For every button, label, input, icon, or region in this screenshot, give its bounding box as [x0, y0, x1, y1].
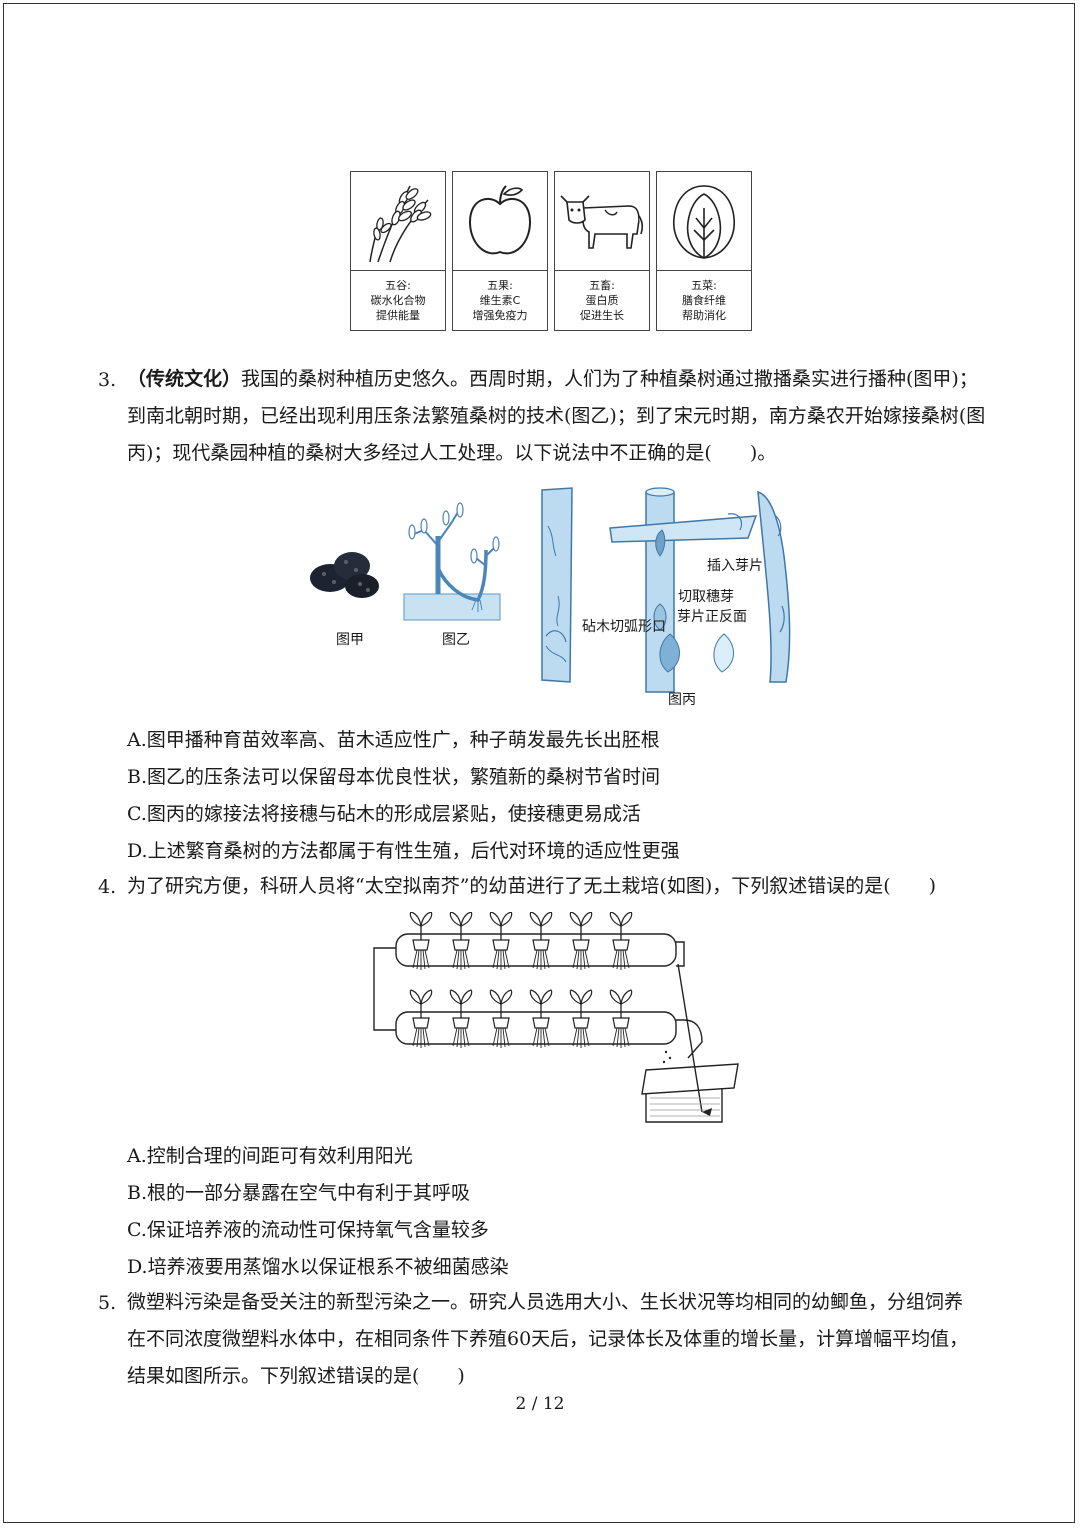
- figure-label-bing: 图丙: [668, 692, 696, 708]
- question-4-option-b[interactable]: B.根的一部分暴露在空气中有利于其呼吸: [127, 1182, 471, 1204]
- label-insert-bud: 插入芽片: [707, 558, 763, 574]
- cabbage-icon: [673, 185, 735, 259]
- food-card-nutrient: 膳食纤维: [682, 294, 726, 307]
- question-5-line-1: 微塑料污染是备受关注的新型污染之一。研究人员选用大小、生长状况等均相同的幼鲫鱼，…: [127, 1291, 964, 1313]
- figure-label-yi: 图乙: [442, 632, 470, 648]
- wheat-icon: [369, 185, 432, 263]
- food-card-fruits: 五果: 维生素C 增强免疫力: [452, 171, 548, 331]
- food-card-benefit: 提供能量: [376, 309, 420, 322]
- mulberry-propagation-figure: [310, 487, 791, 693]
- question-5-number: 5.: [98, 1292, 117, 1314]
- seedling: [609, 912, 633, 970]
- seedling: [489, 989, 513, 1048]
- question-3-option-b[interactable]: B.图乙的压条法可以保留母本优良性状，繁殖新的桑树节省时间: [127, 766, 661, 788]
- seedling: [449, 912, 473, 970]
- question-3-line-3: 丙)；现代桑园种植的桑树大多经过人工处理。以下说法中不正确的是( )。: [127, 442, 777, 464]
- question-3-option-c[interactable]: C.图丙的嫁接法将接穗与砧木的形成层紧贴，使接穗更易成活: [127, 803, 641, 825]
- seedling: [489, 912, 513, 970]
- food-card-row: 五谷: 碳水化合物 提供能量 五果: 维生素C 增强免疫力: [350, 171, 752, 331]
- top-plant-row: [409, 912, 633, 970]
- seedling: [529, 989, 553, 1048]
- seedling: [409, 989, 433, 1048]
- label-bud-sides: 芽片正反面: [677, 609, 747, 625]
- food-card-title: 五果:: [487, 279, 513, 292]
- seedling: [449, 989, 473, 1048]
- seedling: [409, 912, 433, 970]
- question-3-option-a[interactable]: A.图甲播种育苗效率高、苗木适应性广，种子萌发最先长出胚根: [127, 729, 660, 751]
- question-3-option-d[interactable]: D.上述繁育桑树的方法都属于有性生殖，后代对环境的适应性更强: [127, 840, 680, 862]
- cow-icon: [560, 195, 644, 249]
- apple-icon: [468, 185, 532, 255]
- question-5-line-2: 在不同浓度微塑料水体中，在相同条件下养殖60天后，记录体长及体重的增长量，计算增…: [127, 1328, 969, 1350]
- food-card-title: 五畜:: [589, 279, 615, 292]
- seedling: [609, 989, 633, 1048]
- seedling: [569, 912, 593, 970]
- bottom-plant-row: [409, 989, 633, 1048]
- seedling: [529, 912, 553, 970]
- question-4-line-1: 为了研究方便，科研人员将“太空拟南芥”的幼苗进行了无土栽培(如图)，下列叙述错误…: [127, 875, 937, 897]
- mulberry-fruits-illustration: [310, 552, 379, 598]
- food-card-nutrient: 维生素C: [479, 294, 521, 307]
- food-card-grains: 五谷: 碳水化合物 提供能量: [350, 171, 446, 331]
- question-3-line-2: 到南北朝时期，已经出现利用压条法繁殖桑树的技术(图乙)；到了宋元时期，南方桑农开…: [127, 405, 986, 427]
- food-card-benefit: 帮助消化: [682, 309, 726, 322]
- question-4-option-d[interactable]: D.培养液要用蒸馏水以保证根系不被细菌感染: [127, 1256, 509, 1278]
- label-stock-cut: 砧木切弧形口: [582, 619, 666, 635]
- grafting-illustration: [541, 487, 791, 693]
- food-card-benefit: 增强免疫力: [472, 309, 528, 322]
- page-border: [3, 3, 1075, 1523]
- food-card-nutrient: 碳水化合物: [370, 294, 426, 307]
- layering-illustration: [403, 502, 501, 621]
- food-card-title: 五菜:: [691, 279, 717, 292]
- hydroponic-system-figure: [373, 912, 739, 1123]
- food-card-benefit: 促进生长: [580, 309, 624, 322]
- label-cut-bud: 切取穗芽: [678, 589, 734, 605]
- food-card-vegetables: 五菜: 膳食纤维 帮助消化: [656, 171, 752, 331]
- question-4-option-c[interactable]: C.保证培养液的流动性可保持氧气含量较多: [127, 1219, 489, 1241]
- figure-label-jia: 图甲: [336, 632, 364, 648]
- question-4-option-a[interactable]: A.控制合理的间距可有效利用阳光: [127, 1145, 413, 1167]
- food-card-livestock: 五畜: 蛋白质 促进生长: [554, 171, 650, 331]
- food-card-title: 五谷:: [385, 279, 411, 292]
- question-3-text: 我国的桑树种植历史悠久。西周时期，人们为了种植桑树通过撒播桑实进行播种(图甲)；: [241, 368, 978, 390]
- question-3-line-1: （传统文化）我国的桑树种植历史悠久。西周时期，人们为了种植桑树通过撒播桑实进行播…: [127, 361, 978, 398]
- question-3-tag: （传统文化）: [127, 368, 242, 390]
- question-5-line-3: 结果如图所示。下列叙述错误的是( ): [127, 1365, 465, 1387]
- food-card-nutrient: 蛋白质: [585, 294, 619, 307]
- question-3-number: 3.: [98, 369, 117, 391]
- seedling: [569, 989, 593, 1048]
- question-4-number: 4.: [98, 876, 117, 898]
- page-number: 2 / 12: [515, 1394, 565, 1414]
